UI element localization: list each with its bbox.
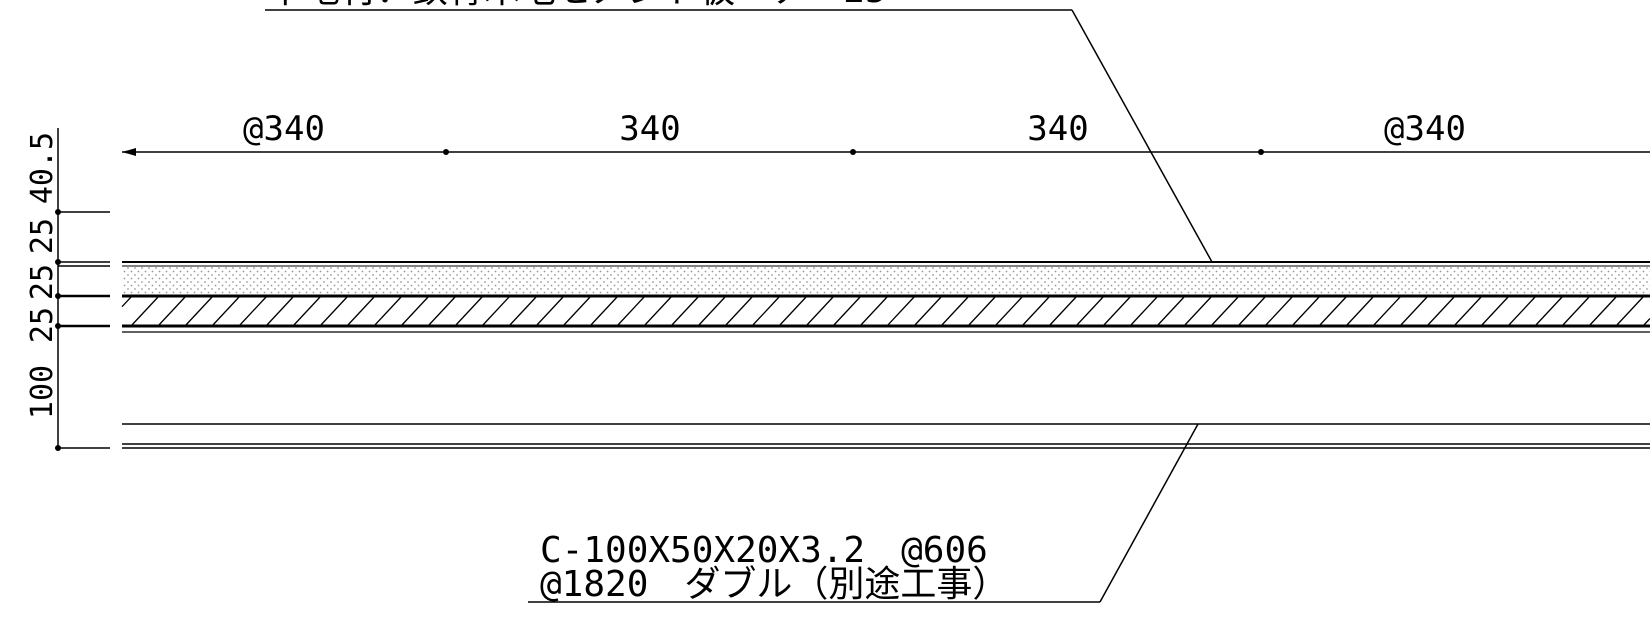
- hatch-line: [913, 295, 943, 327]
- hatch-line: [1507, 295, 1537, 327]
- hatch-line: [1318, 295, 1348, 327]
- vertical-dimension: 40.5 25 25 25 100: [25, 128, 110, 451]
- hatch-line: [1264, 295, 1294, 327]
- hatch-line: [589, 295, 619, 327]
- hatch-line: [238, 295, 268, 327]
- horizontal-dimension: @340 340 340 @340: [122, 109, 1650, 156]
- hatch-line: [508, 295, 538, 327]
- hatch-line: [184, 295, 214, 327]
- dimension-tick: [1258, 149, 1264, 155]
- hatch-line: [1102, 295, 1132, 327]
- hatch-line: [427, 295, 457, 327]
- hatch-line: [832, 295, 862, 327]
- bottom-callout-leader: [1099, 423, 1199, 603]
- hatch-line: [805, 295, 835, 327]
- hatch-line: [778, 295, 808, 327]
- hatch-line: [994, 295, 1024, 327]
- hatch-line: [1291, 295, 1321, 327]
- hatch-line: [1615, 295, 1645, 327]
- hatch-line: [319, 295, 349, 327]
- hatch-line: [859, 295, 889, 327]
- dimension-tick: [443, 149, 449, 155]
- hatch-line: [940, 295, 970, 327]
- hatch-line: [1210, 295, 1240, 327]
- insulation-layer: [122, 266, 1650, 296]
- vdim-label-2: 25: [25, 218, 60, 254]
- hatch-line: [1372, 295, 1402, 327]
- dim-label-4: @340: [1384, 109, 1466, 149]
- hatch-line: [1183, 295, 1213, 327]
- hatch-line: [1588, 295, 1618, 327]
- hatch-line: [454, 295, 484, 327]
- dim-label-1: @340: [243, 109, 325, 149]
- hatch-line: [1480, 295, 1510, 327]
- hatch-line: [886, 295, 916, 327]
- vdim-label-3: 25: [25, 264, 60, 300]
- hatch-line: [1156, 295, 1186, 327]
- dimension-tick: [850, 149, 856, 155]
- vdim-label-1: 40.5: [25, 132, 60, 204]
- hatch-line: [157, 295, 187, 327]
- hatch-line: [1534, 295, 1564, 327]
- vdim-label-5: 100: [25, 365, 60, 419]
- top-callout-text: 下地材：鉄骨木毛セメント板 ア＝25: [268, 0, 887, 11]
- bottom-callout-line1: C-100X50X20X3.2 @606: [540, 530, 988, 571]
- hatch-line: [373, 295, 403, 327]
- hatch-line: [562, 295, 592, 327]
- hatch-line: [130, 295, 160, 327]
- hatch-line: [1075, 295, 1105, 327]
- top-callout: 下地材：鉄骨木毛セメント板 ア＝25: [265, 0, 1213, 263]
- dim-label-2: 340: [619, 109, 680, 149]
- hatch-line: [1237, 295, 1267, 327]
- hatch-line: [211, 295, 241, 327]
- hatch-line: [346, 295, 376, 327]
- hatch-line: [1426, 295, 1456, 327]
- dimension-arrowhead: [122, 148, 136, 156]
- hatch-line: [400, 295, 430, 327]
- cement-board-layer: [121, 295, 1650, 327]
- bottom-callout: C-100X50X20X3.2 @606 @1820 ダブル（別途工事）: [528, 423, 1199, 605]
- hatch-line: [1399, 295, 1429, 327]
- hatch-line: [1561, 295, 1591, 327]
- hatch-line: [724, 295, 754, 327]
- roof-layers: [121, 261, 1650, 449]
- hatch-line: [1021, 295, 1051, 327]
- hatch-line: [670, 295, 700, 327]
- dim-label-3: 340: [1027, 109, 1088, 149]
- bottom-callout-line2: @1820 ダブル（別途工事）: [540, 564, 1008, 605]
- hatch-line: [481, 295, 511, 327]
- hatch-line: [1048, 295, 1078, 327]
- hatch-line: [1345, 295, 1375, 327]
- hatch-line: [643, 295, 673, 327]
- hatch-line: [265, 295, 295, 327]
- hatch-line: [535, 295, 565, 327]
- hatch-line: [1453, 295, 1483, 327]
- hatch-line: [751, 295, 781, 327]
- hatch-line: [616, 295, 646, 327]
- hatch-line: [121, 295, 133, 308]
- hatch-line: [697, 295, 727, 327]
- top-callout-leader: [1071, 9, 1213, 263]
- hatch-line: [292, 295, 322, 327]
- vdim-label-4: 25: [25, 307, 60, 343]
- hatch-line: [967, 295, 997, 327]
- hatch-line: [1129, 295, 1159, 327]
